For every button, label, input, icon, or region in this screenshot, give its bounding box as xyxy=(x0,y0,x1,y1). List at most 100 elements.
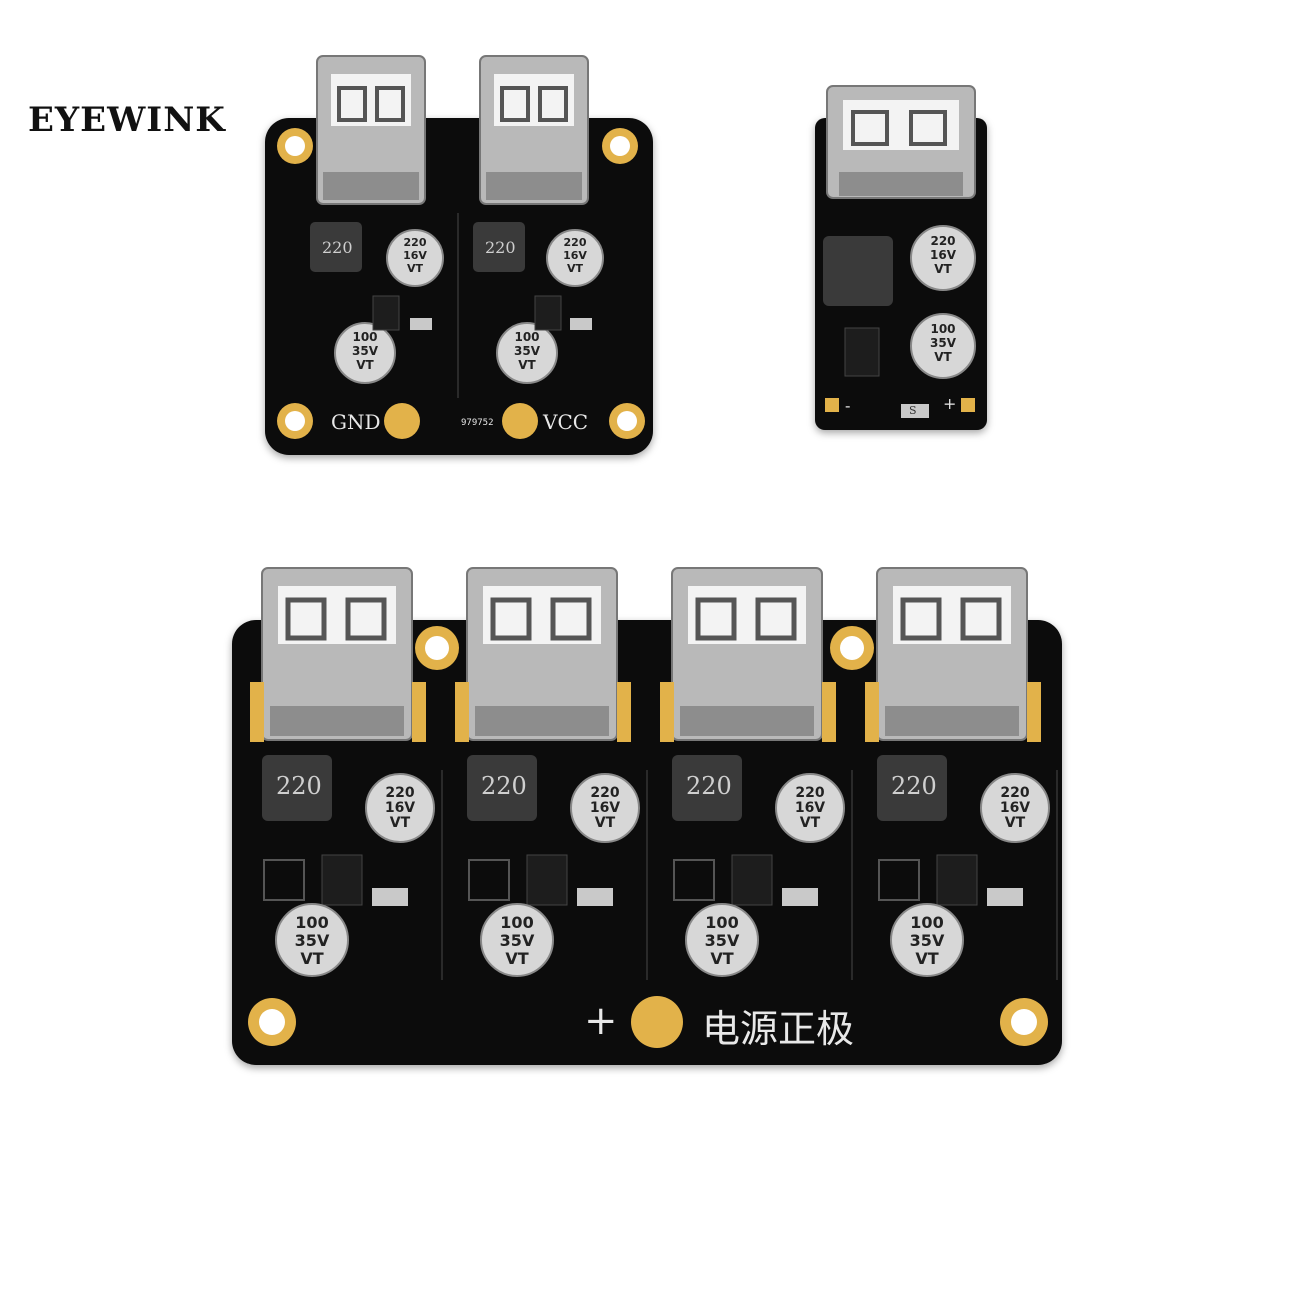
cap-voltage: 16V xyxy=(589,800,621,816)
cap-value: 100 xyxy=(910,913,944,933)
inductor-label: 220 xyxy=(276,772,322,800)
solder-pad xyxy=(825,398,839,412)
plus-label: + xyxy=(943,394,957,413)
cap-value: 220 xyxy=(385,784,415,801)
cap-value: 100 xyxy=(295,913,329,933)
inductor xyxy=(823,236,893,306)
ic-chip xyxy=(534,295,562,331)
gnd-pad xyxy=(384,403,420,439)
cap-series: VT xyxy=(356,358,374,372)
cap-series: VT xyxy=(300,948,324,968)
mounting-hole xyxy=(830,626,874,670)
cap-value: 100 xyxy=(514,330,540,344)
capacitor-small-text: 220 16V VT xyxy=(919,234,967,276)
usb-port xyxy=(261,567,413,741)
cap-series: VT xyxy=(934,350,952,364)
capacitor-big-text: 100 35V VT xyxy=(919,322,967,364)
cap-value: 220 xyxy=(403,236,427,249)
smd-part xyxy=(468,859,510,901)
inductor xyxy=(262,755,332,821)
capacitor-small xyxy=(570,773,640,843)
power-plus-label: + xyxy=(584,998,618,1044)
capacitor-small-text: 220 16V VT xyxy=(393,236,437,275)
cap-series: VT xyxy=(566,262,584,275)
smd-part xyxy=(263,859,305,901)
pcb-two-port-art xyxy=(277,55,645,439)
capacitor-small xyxy=(775,773,845,843)
smd-part xyxy=(570,318,592,330)
usb-port xyxy=(876,567,1028,741)
inductor xyxy=(467,755,537,821)
brand-watermark: EYEWINK xyxy=(28,100,226,140)
cap-series: VT xyxy=(934,262,952,276)
capacitor-big xyxy=(334,322,396,384)
power-module xyxy=(660,567,853,980)
cap-series: VT xyxy=(710,948,734,968)
inductor-label: 220 xyxy=(322,238,353,257)
inductor-label: 220 xyxy=(686,772,732,800)
cap-voltage: 16V xyxy=(930,248,956,262)
ic-chip xyxy=(526,854,568,906)
mounting-hole xyxy=(602,128,638,164)
capacitor-small-text: 220 16V VT xyxy=(553,236,597,275)
capacitor-big xyxy=(480,903,554,977)
smd-part xyxy=(878,859,920,901)
solder-pad xyxy=(250,682,264,742)
cap-value: 100 xyxy=(705,913,739,933)
solder-pad xyxy=(1027,682,1041,742)
cap-voltage: 35V xyxy=(704,930,740,950)
pcb-two-port: 220 220 220 16V VT 220 16V VT 100 35V VT… xyxy=(265,55,653,455)
usb-port xyxy=(671,567,823,741)
ic-chip xyxy=(731,854,773,906)
power-pad xyxy=(631,996,683,1048)
cap-value: 220 xyxy=(795,784,825,801)
ic-chip xyxy=(372,295,400,331)
solder-pad xyxy=(617,682,631,742)
power-positive-label: 电源正极 xyxy=(702,1007,855,1051)
pcb-one-port: 220 16V VT 100 35V VT - S + xyxy=(815,85,987,430)
inductor xyxy=(672,755,742,821)
cap-series: VT xyxy=(406,262,424,275)
inductor xyxy=(877,755,947,821)
s-label: S xyxy=(909,404,917,417)
inductor-label: 220 xyxy=(891,772,937,800)
usb-port xyxy=(826,85,976,199)
cap-voltage: 35V xyxy=(294,930,330,950)
solder-pad xyxy=(961,398,975,412)
mounting-hole xyxy=(277,128,313,164)
smd-part xyxy=(901,404,929,418)
mounting-hole xyxy=(609,403,645,439)
smd-part xyxy=(577,888,613,906)
cap-series: VT xyxy=(594,815,616,832)
ic-chip xyxy=(321,854,363,906)
cap-voltage: 35V xyxy=(930,336,956,350)
cap-voltage: 16V xyxy=(794,800,826,816)
smd-part xyxy=(372,888,408,906)
cap-value: 100 xyxy=(930,322,956,336)
mounting-hole xyxy=(1000,998,1048,1046)
smd-part xyxy=(673,859,715,901)
cap-series: VT xyxy=(389,815,411,832)
cap-voltage: 16V xyxy=(999,800,1031,816)
power-module xyxy=(455,567,648,980)
cap-voltage: 35V xyxy=(352,344,378,358)
usb-port xyxy=(479,55,589,205)
capacitor-small xyxy=(386,229,444,287)
cap-voltage: 16V xyxy=(384,800,416,816)
cap-series: VT xyxy=(505,948,529,968)
capacitor-big xyxy=(275,903,349,977)
vcc-pad xyxy=(502,403,538,439)
inductor xyxy=(473,222,525,272)
cap-value: 220 xyxy=(590,784,620,801)
pcb-one-port-art xyxy=(823,85,976,418)
capacitor-small xyxy=(980,773,1050,843)
capacitor-big xyxy=(496,322,558,384)
